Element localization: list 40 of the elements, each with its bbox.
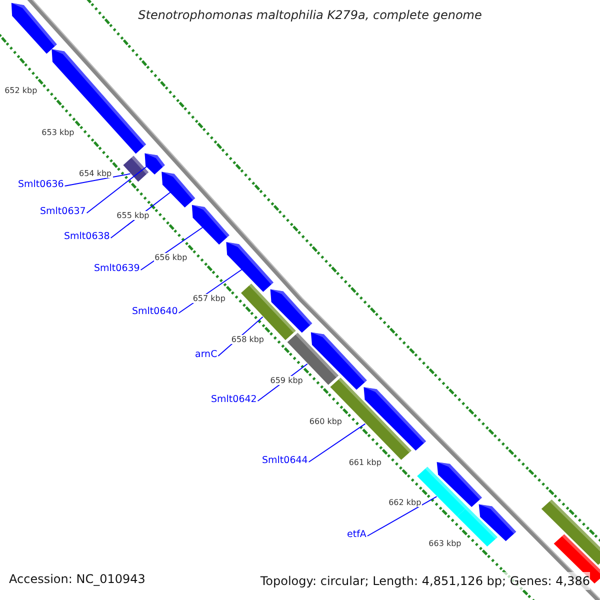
tick-label: 655 kbp	[116, 211, 150, 220]
tick-label: 659 kbp	[269, 376, 304, 386]
gene-label: Smlt0644	[262, 455, 308, 466]
gene-feature	[270, 289, 312, 333]
tick-label: 652 kbp	[4, 86, 38, 95]
gene-feature	[192, 204, 230, 245]
gene-label: Smlt0642	[211, 394, 257, 405]
gene-feature	[123, 156, 149, 182]
gene-feature	[310, 332, 367, 390]
tick-label: 657 kbp	[192, 294, 226, 303]
tick-label: 661 kbp	[348, 458, 382, 467]
gene-feature	[226, 242, 274, 292]
gene-label: arnC	[195, 349, 218, 360]
gene-label: Smlt0637	[40, 206, 86, 217]
gene-feature	[287, 332, 339, 385]
gene-label: Smlt0638	[64, 231, 110, 242]
tick-label: 663 kbp	[428, 538, 462, 548]
gene-label: etfA	[347, 529, 366, 540]
gene-feature	[162, 172, 196, 208]
leader-line	[64, 173, 131, 186]
gene-label: Smlt0640	[132, 306, 178, 317]
tick-label: 654 kbp	[78, 169, 113, 178]
tick-label: 662 kbp	[388, 498, 422, 508]
gene-label: Smlt0636	[18, 179, 64, 190]
gene-feature	[541, 500, 600, 565]
gene-feature	[330, 378, 412, 460]
gene-feature	[478, 504, 516, 542]
accession-text: Accession: NC_010943	[9, 572, 146, 586]
tick-label: 653 kbp	[40, 128, 76, 137]
leader-line	[366, 496, 438, 536]
gene-label: Smlt0639	[94, 263, 140, 274]
title: Stenotrophomonas maltophilia K279a, complete genome	[138, 8, 482, 22]
gene-feature	[144, 153, 165, 174]
tick-label: 660 kbp	[308, 416, 343, 426]
gene-feature	[11, 2, 57, 54]
leader-line	[86, 166, 148, 214]
tick-label: 658 kbp	[230, 335, 265, 344]
gene-feature	[436, 462, 482, 507]
tick-label: 656 kbp	[154, 252, 188, 262]
gene-feature	[364, 387, 426, 451]
